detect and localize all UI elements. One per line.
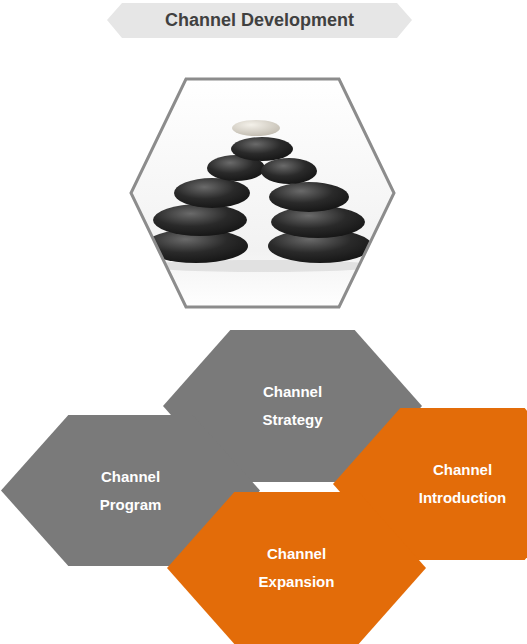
node-label: Channel Introduction — [407, 456, 519, 512]
node-label: Channel Expansion — [241, 540, 353, 596]
hexagon-fill — [167, 492, 426, 644]
title: Channel Development — [107, 3, 412, 38]
stones-photo — [129, 77, 397, 309]
node-label: Channel Program — [75, 463, 187, 519]
hexagon-shape — [167, 492, 426, 644]
node-label: Channel Strategy — [237, 378, 349, 434]
hexagon-box: Channel Expansion — [167, 492, 426, 644]
picture-frame — [131, 79, 394, 307]
title-banner — [107, 3, 412, 38]
